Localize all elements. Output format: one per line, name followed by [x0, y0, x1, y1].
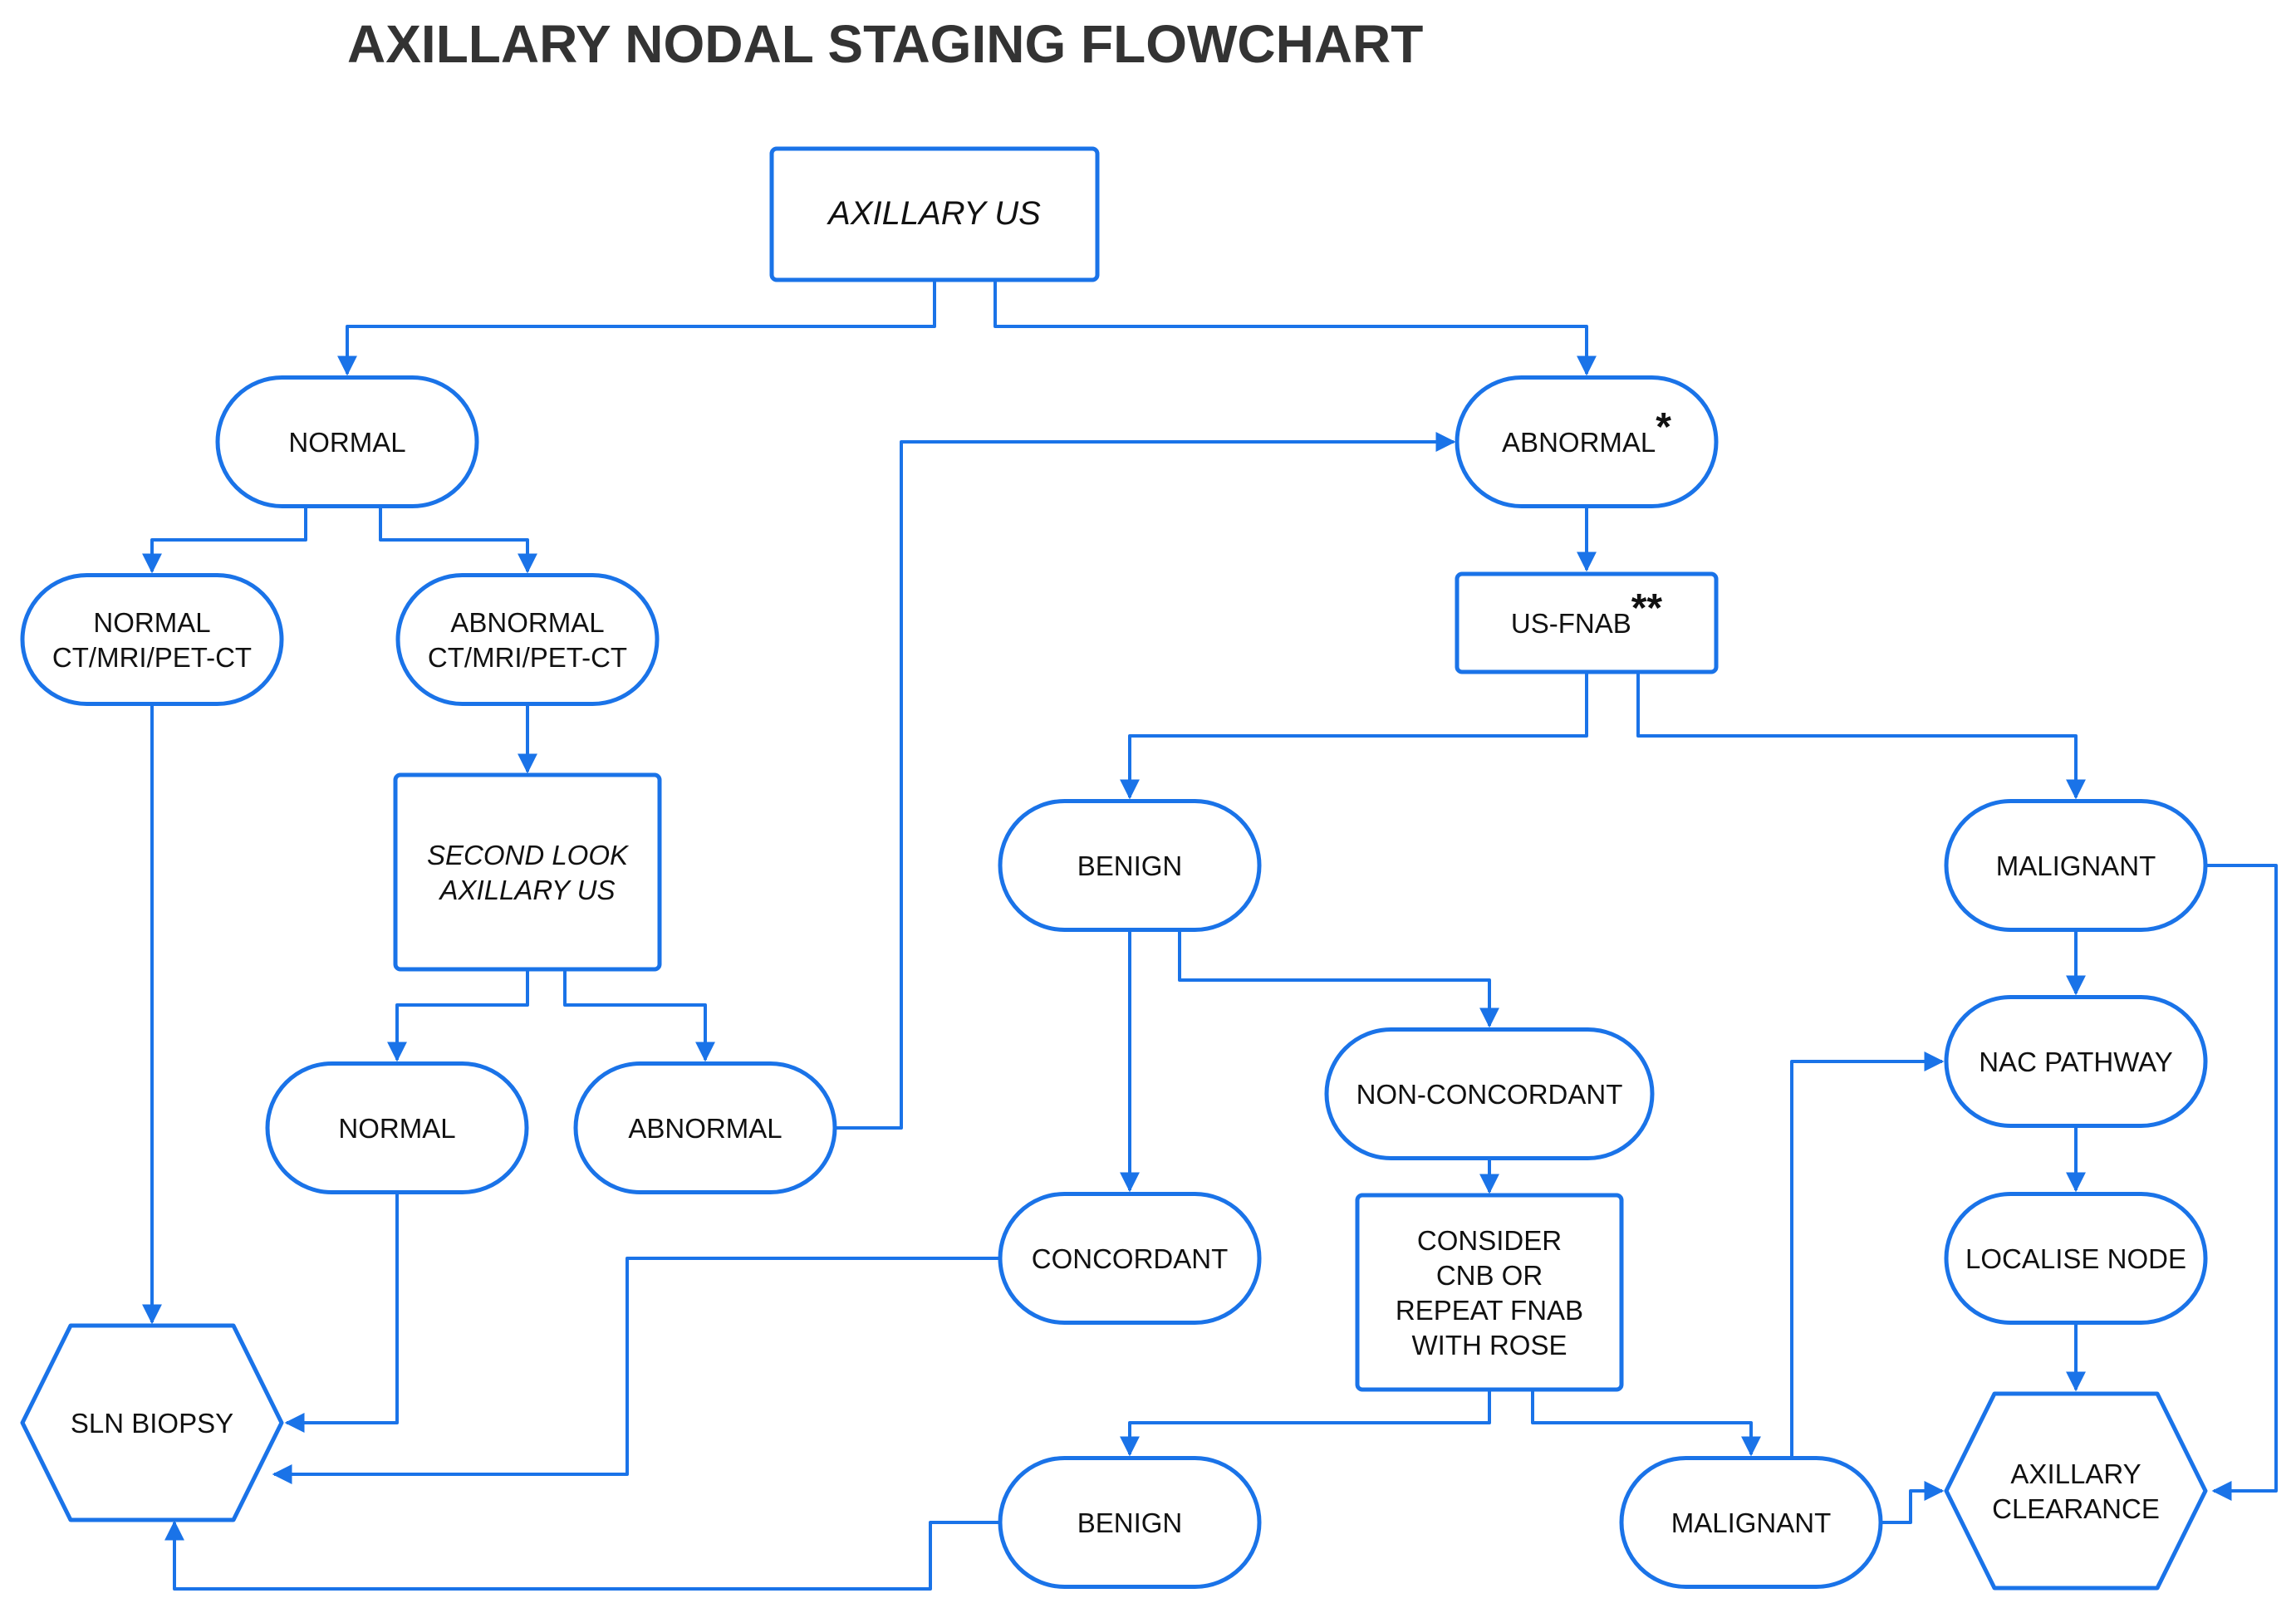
non-concordant-label-line-1: NON-CONCORDANT	[1357, 1079, 1623, 1110]
benign-2-label-line-1: BENIGN	[1077, 1507, 1183, 1538]
axillary-us-shape	[769, 146, 1100, 282]
malignant-2-label-line-1: MALIGNANT	[1671, 1507, 1832, 1538]
consider-cnb-label-line-1: CONSIDER	[1417, 1225, 1562, 1256]
nac-pathway-shape	[1944, 995, 2208, 1128]
connector-concordant-to-sln-biopsy	[272, 1257, 1000, 1484]
abnormal-second-shape	[573, 1061, 837, 1194]
non-concordant-shape	[1324, 1027, 1655, 1160]
normal-second-shape	[265, 1061, 529, 1194]
normal-top-label-line-1: NORMAL	[288, 427, 405, 458]
node-nac-pathway: NAC PATHWAY	[1944, 995, 2208, 1128]
node-non-concordant: NON-CONCORDANT	[1324, 1027, 1655, 1160]
node-localise-node: LOCALISE NODE	[1944, 1192, 2208, 1325]
normal-imaging-label-line-1: NORMAL	[93, 607, 210, 638]
abnormal-imaging-label-line-1: ABNORMAL	[450, 607, 604, 638]
connector-normal-top-to-normal-imaging	[142, 507, 307, 574]
node-axillary-us: AXILLARY US	[769, 146, 1100, 282]
abnormal-second-label-line-1: ABNORMAL	[628, 1113, 782, 1144]
node-abnormal-second: ABNORMAL	[573, 1061, 837, 1194]
sln-biopsy-label-line-1: SLN BIOPSY	[71, 1408, 233, 1439]
connector-malignant-2-to-nac-pathway	[1790, 1052, 1945, 1458]
node-concordant: CONCORDANT	[998, 1192, 1262, 1325]
malignant-2-shape	[1619, 1456, 1883, 1589]
connector-us-fnab-to-benign-1	[1120, 672, 1588, 800]
connector-benign-2-to-sln-biopsy	[164, 1520, 1000, 1591]
second-look-label-line-1: SECOND LOOK	[427, 840, 630, 870]
consider-cnb-label-line-4: WITH ROSE	[1412, 1330, 1567, 1360]
node-consider-cnb: CONSIDER CNB OR REPEAT FNAB WITH ROSE	[1355, 1193, 1624, 1392]
localise-node-label-line-1: LOCALISE NODE	[1965, 1243, 2186, 1274]
concordant-label-line-1: CONCORDANT	[1032, 1243, 1229, 1274]
connector-layer	[142, 280, 2278, 1591]
connector-malignant-1-to-axillary-clearance	[2205, 864, 2278, 1501]
consider-cnb-label-line-3: REPEAT FNAB	[1396, 1295, 1583, 1326]
nac-pathway-label-line-1: NAC PATHWAY	[1979, 1047, 2172, 1077]
benign-2-shape	[998, 1456, 1262, 1589]
node-axillary-clearance: AXILLARY CLEARANCE	[1944, 1391, 2208, 1591]
connector-benign-1-to-non-concordant	[1178, 930, 1499, 1028]
axillary-clearance-label-line-2: CLEARANCE	[1992, 1493, 2160, 1524]
connector-normal-second-to-sln-biopsy	[284, 1193, 399, 1433]
normal-second-label-line-1: NORMAL	[338, 1113, 455, 1144]
abnormal-top-shape	[1455, 375, 1719, 508]
node-normal-top: NORMAL	[215, 375, 479, 508]
normal-imaging-label-line-2: CT/MRI/PET-CT	[52, 642, 252, 673]
connector-normal-top-to-abnormal-imaging	[379, 507, 537, 574]
node-benign-2: BENIGN	[998, 1456, 1262, 1589]
benign-1-shape	[998, 799, 1262, 932]
page-title: AXILLARY NODAL STAGING FLOWCHART	[347, 14, 1423, 74]
axillary-clearance-shape	[1944, 1391, 2208, 1591]
concordant-shape	[998, 1192, 1262, 1325]
connector-us-fnab-to-malignant-1	[1636, 672, 2086, 800]
connector-second-look-to-abnormal-second	[563, 969, 715, 1062]
connector-axillary-us-to-abnormal-top	[993, 280, 1597, 376]
node-abnormal-imaging: ABNORMAL CT/MRI/PET-CT	[395, 573, 660, 706]
us-fnab-footnote-mark: **	[1631, 586, 1663, 630]
normal-imaging-shape	[20, 573, 284, 706]
benign-1-label-line-1: BENIGN	[1077, 851, 1183, 881]
us-fnab-shape	[1455, 571, 1719, 674]
second-look-shape	[393, 772, 662, 972]
localise-node-shape	[1944, 1192, 2208, 1325]
connector-malignant-2-to-axillary-clearance	[1881, 1481, 1945, 1524]
node-us-fnab: US-FNAB**	[1455, 571, 1719, 674]
connector-consider-cnb-to-malignant-2	[1531, 1390, 1761, 1457]
connector-consider-cnb-to-benign-2	[1120, 1390, 1491, 1457]
node-malignant-2: MALIGNANT	[1619, 1456, 1883, 1589]
node-normal-imaging: NORMAL CT/MRI/PET-CT	[20, 573, 284, 706]
malignant-1-label-line-1: MALIGNANT	[1996, 851, 2156, 881]
axillary-clearance-label-line-1: AXILLARY	[2010, 1458, 2141, 1489]
node-second-look: SECOND LOOK AXILLARY US	[393, 772, 662, 972]
node-benign-1: BENIGN	[998, 799, 1262, 932]
connector-axillary-us-to-normal-top	[337, 280, 936, 376]
node-abnormal-top: ABNORMAL*	[1455, 375, 1719, 508]
malignant-1-shape	[1944, 799, 2208, 932]
node-malignant-1: MALIGNANT	[1944, 799, 2208, 932]
normal-top-shape	[215, 375, 479, 508]
connector-second-look-to-normal-second	[387, 969, 529, 1062]
abnormal-imaging-label-line-2: CT/MRI/PET-CT	[428, 642, 627, 673]
node-sln-biopsy: SLN BIOPSY	[20, 1323, 284, 1522]
consider-cnb-shape	[1355, 1193, 1624, 1392]
sln-biopsy-shape	[20, 1323, 284, 1522]
node-normal-second: NORMAL	[265, 1061, 529, 1194]
connector-abnormal-second-to-abnormal-top	[835, 432, 1456, 1130]
abnormal-top-footnote-mark: *	[1656, 405, 1671, 449]
second-look-label-line-2: AXILLARY US	[439, 875, 616, 905]
consider-cnb-label-line-2: CNB OR	[1436, 1260, 1543, 1291]
axillary-us-label-line-1: AXILLARY US	[827, 195, 1041, 232]
abnormal-imaging-shape	[395, 573, 660, 706]
